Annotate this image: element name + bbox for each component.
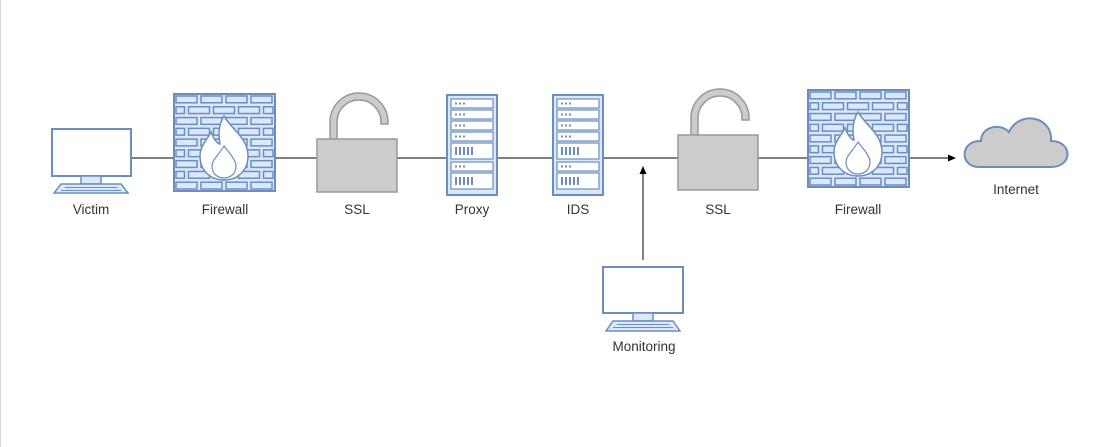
ids-server-icon <box>552 94 604 196</box>
label-victim: Victim <box>72 202 110 217</box>
label-ids: IDS <box>566 202 590 217</box>
padlock-icon <box>316 92 398 193</box>
proxy-server-icon <box>446 94 498 196</box>
firewall-icon <box>173 93 276 192</box>
label-ssl-2: SSL <box>705 202 731 217</box>
monitoring-computer-icon <box>602 266 684 332</box>
label-firewall-1: Firewall <box>201 202 249 217</box>
label-proxy: Proxy <box>454 202 490 217</box>
padlock-icon <box>677 88 759 191</box>
label-firewall-2: Firewall <box>834 202 882 217</box>
label-internet: Internet <box>993 182 1039 197</box>
label-monitoring: Monitoring <box>612 339 676 354</box>
cloud-icon <box>963 117 1069 168</box>
label-ssl-1: SSL <box>344 202 370 217</box>
firewall-icon <box>807 89 910 188</box>
victim-computer-icon <box>51 128 132 194</box>
